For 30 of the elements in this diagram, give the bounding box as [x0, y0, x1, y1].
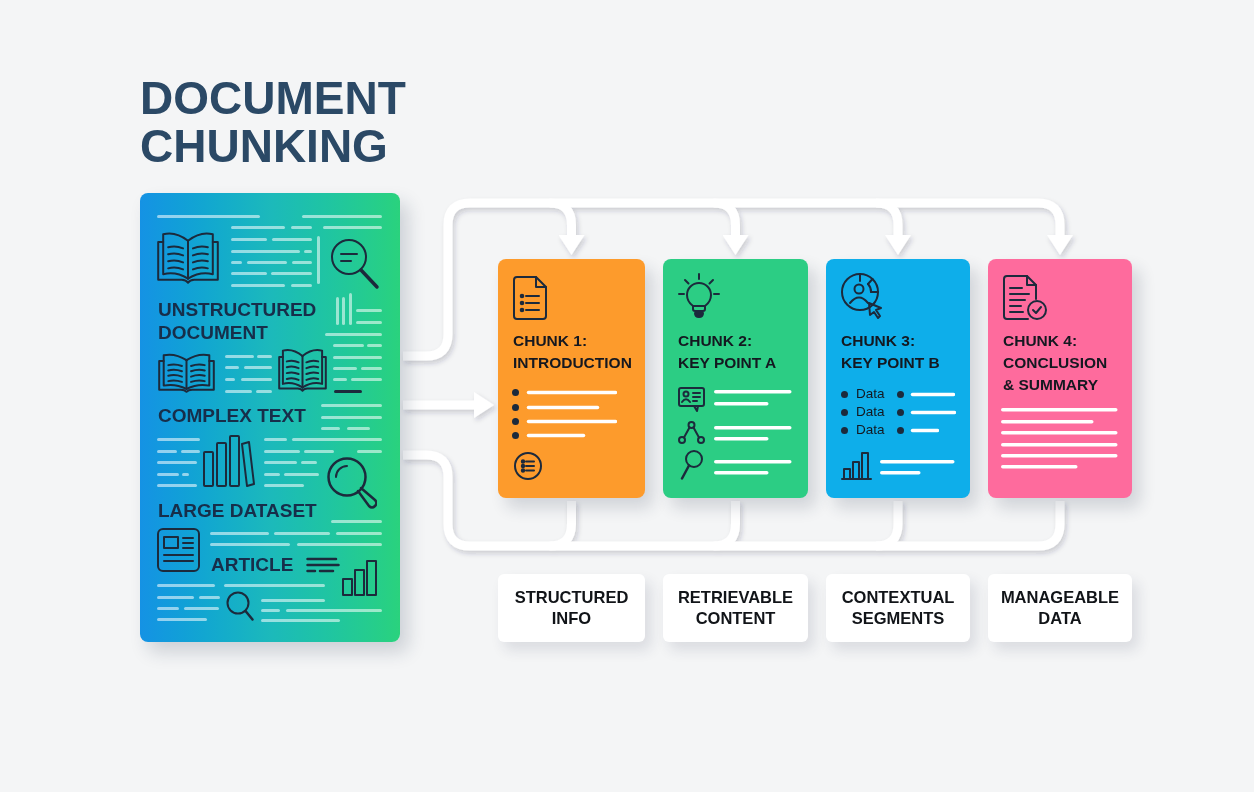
outcome-label: RETRIEVABLE CONTENT: [676, 587, 795, 629]
outcome-label: STRUCTURED INFO: [513, 587, 630, 629]
document-label: UNSTRUCTURED DOCUMENT: [158, 298, 318, 344]
data-text: Data: [856, 385, 885, 403]
document-label: COMPLEX TEXT: [158, 404, 306, 427]
diagram-title: DOCUMENT CHUNKING: [140, 74, 407, 170]
document-label: LARGE DATASET: [158, 499, 317, 522]
connector-line: [403, 198, 1038, 361]
outcome-card: [498, 574, 645, 642]
document-label: ARTICLE: [211, 553, 294, 576]
chunk-card: [988, 259, 1132, 498]
chunk-title: CHUNK 1: INTRODUCTION: [513, 331, 633, 373]
outcome-label: CONTEXTUAL SEGMENTS: [840, 587, 956, 629]
outcome-label: MANAGEABLE DATA: [999, 587, 1121, 629]
chunk-card: [498, 259, 645, 498]
chunk-title: CHUNK 2: KEY POINT A: [678, 331, 778, 373]
chunk-title: CHUNK 3: KEY POINT B: [841, 331, 941, 373]
chunk-card: [663, 259, 808, 498]
chunk-card: [826, 259, 970, 498]
data-text: Data: [856, 421, 885, 439]
outcome-card: [826, 574, 970, 642]
connector-line: [1037, 501, 1065, 551]
outcome-card: [988, 574, 1132, 642]
connector-line: [403, 450, 1038, 551]
connector-arrow: [1037, 198, 1073, 255]
chunk-title: CHUNK 4: CONCLUSION & SUMMARY: [1003, 331, 1109, 395]
data-text: Data: [856, 403, 885, 421]
outcome-card: [663, 574, 808, 642]
connector-arrow: [403, 392, 494, 418]
document-panel: [140, 193, 400, 642]
